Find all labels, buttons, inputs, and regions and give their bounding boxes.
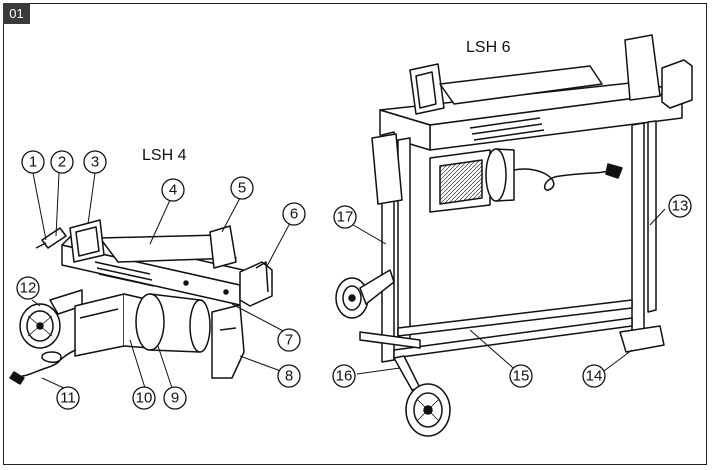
model-label-lsh6: LSH 6 xyxy=(466,39,511,56)
callout-17: 17 xyxy=(333,205,357,229)
callout-13: 13 xyxy=(668,194,692,218)
callout-10: 10 xyxy=(132,386,156,410)
callout-9: 9 xyxy=(163,386,187,410)
model-label-lsh4: LSH 4 xyxy=(142,147,187,164)
callout-number: 4 xyxy=(169,182,177,199)
callout-6: 6 xyxy=(282,202,306,226)
callout-number: 15 xyxy=(513,368,530,385)
callout-number: 10 xyxy=(136,390,153,407)
callout-16: 16 xyxy=(332,364,356,388)
callout-number: 17 xyxy=(337,209,354,226)
callout-number: 16 xyxy=(336,368,353,385)
callout-number: 11 xyxy=(60,390,76,407)
lsh4-machine-drawing xyxy=(9,219,273,385)
callout-7: 7 xyxy=(277,328,301,352)
callout-number: 2 xyxy=(58,154,66,171)
figure-number-badge: 01 xyxy=(3,3,30,24)
callout-number: 7 xyxy=(285,332,293,349)
callout-number: 6 xyxy=(290,206,298,223)
lsh6-machine-drawing xyxy=(335,34,693,437)
callout-12: 12 xyxy=(16,276,40,300)
callout-number: 3 xyxy=(91,154,99,171)
callout-leader-lines xyxy=(31,172,666,390)
callout-number: 5 xyxy=(238,180,246,197)
callout-11: 11 xyxy=(56,386,80,410)
callout-14: 14 xyxy=(582,364,606,388)
callout-1: 1 xyxy=(21,150,45,174)
callout-4: 4 xyxy=(161,178,185,202)
callout-2: 2 xyxy=(50,150,74,174)
callout-number: 14 xyxy=(586,368,603,385)
callout-number: 1 xyxy=(29,154,37,171)
callout-15: 15 xyxy=(509,364,533,388)
callout-number: 8 xyxy=(285,368,293,385)
callout-number: 13 xyxy=(672,198,689,215)
callout-number: 9 xyxy=(171,390,179,407)
callout-8: 8 xyxy=(277,364,301,388)
callout-number: 12 xyxy=(20,280,37,297)
figure-frame xyxy=(3,3,707,465)
callout-5: 5 xyxy=(230,176,254,200)
callout-3: 3 xyxy=(83,150,107,174)
